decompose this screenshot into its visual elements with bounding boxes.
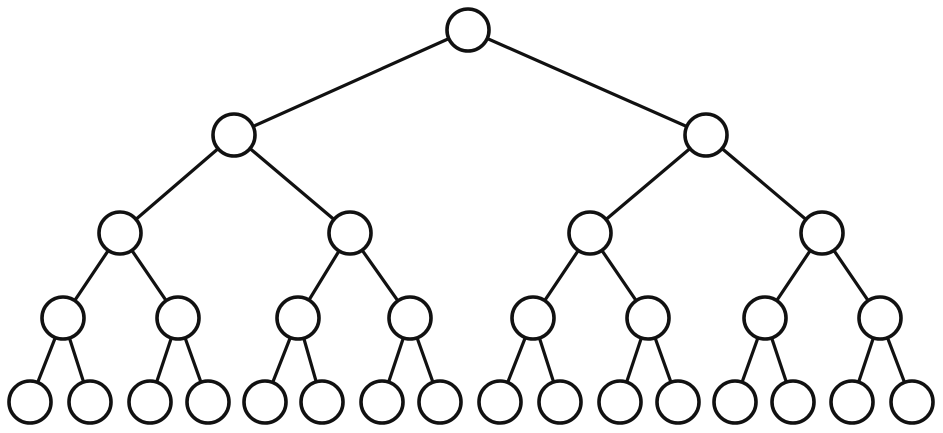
tree-node <box>510 295 556 341</box>
tree-node <box>625 295 671 341</box>
tree-leaf-node <box>7 379 53 425</box>
tree-leaf-node <box>712 379 758 425</box>
tree-node <box>97 210 143 256</box>
tree-node <box>567 210 613 256</box>
tree-edge <box>232 133 352 235</box>
tree-leaf-node <box>127 379 173 425</box>
tree-leaf-node <box>299 379 345 425</box>
tree-leaf-node <box>417 379 463 425</box>
tree-leaf-node <box>537 379 583 425</box>
tree-node <box>327 210 373 256</box>
tree-node <box>683 112 729 158</box>
tree-leaf-node <box>889 379 935 425</box>
tree-edge <box>466 28 708 137</box>
tree-node <box>40 295 86 341</box>
tree-leaf-node <box>597 379 643 425</box>
tree-node <box>742 295 788 341</box>
tree-edge <box>118 133 236 235</box>
tree-node <box>211 112 257 158</box>
tree-node <box>387 295 433 341</box>
tree-leaf-node <box>770 379 816 425</box>
tree-node <box>857 295 903 341</box>
tree-node <box>155 295 201 341</box>
tree-leaf-node <box>359 379 405 425</box>
tree-leaf-node <box>829 379 875 425</box>
tree-leaf-node <box>477 379 523 425</box>
tree-edges <box>28 28 914 404</box>
tree-root-node <box>445 7 491 53</box>
tree-leaf-node <box>655 379 701 425</box>
tree-edge <box>232 28 470 137</box>
tree-leaf-node <box>185 379 231 425</box>
tree-node <box>799 210 845 256</box>
tree-leaf-node <box>242 379 288 425</box>
tree-nodes <box>7 7 935 425</box>
tree-edge <box>704 133 824 235</box>
tree-leaf-node <box>67 379 113 425</box>
tree-node <box>275 295 321 341</box>
tree-edge <box>588 133 708 235</box>
